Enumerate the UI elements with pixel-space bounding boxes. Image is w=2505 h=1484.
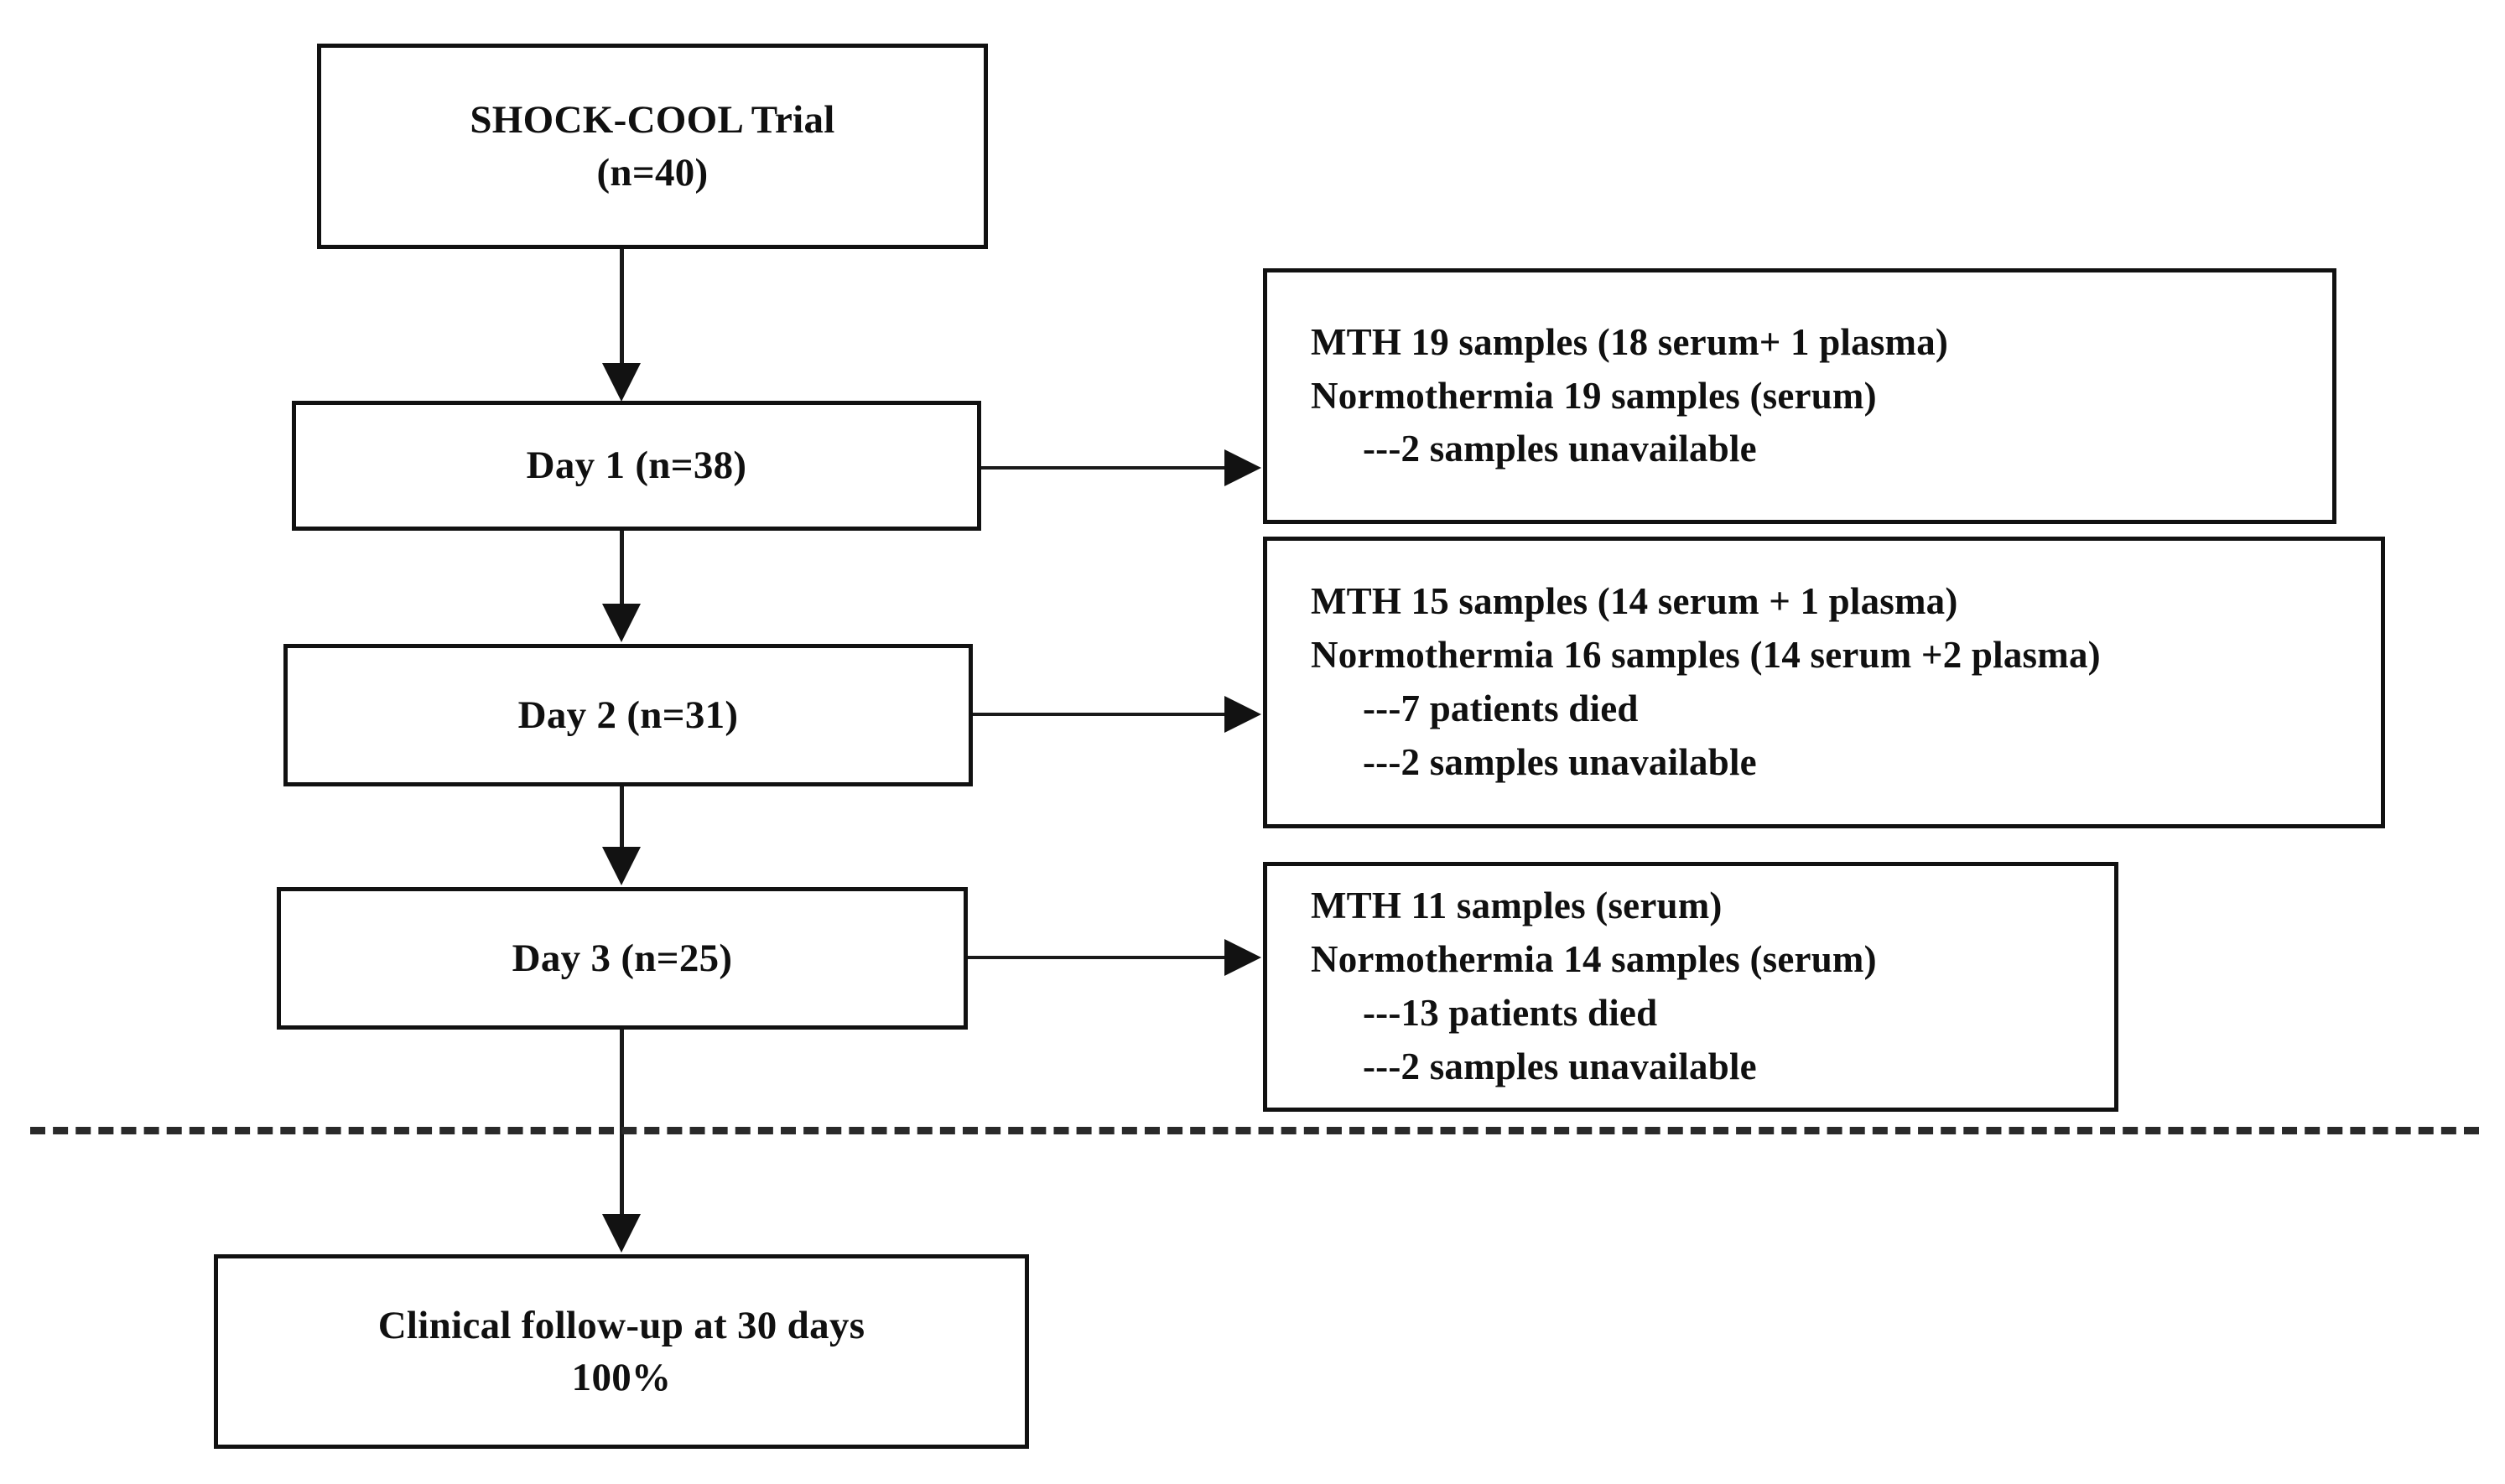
detail-box-day1-line-2: Normothermia 19 samples (serum): [1311, 374, 1877, 417]
flow-box-day3: Day 3 (n=25): [277, 887, 968, 1030]
arrowhead-right-day3-to-detail: [1224, 939, 1261, 976]
detail-box-day2: MTH 15 samples (14 serum + 1 plasma) Nor…: [1263, 537, 2385, 828]
detail-box-day3-line-2: Normothermia 14 samples (serum): [1311, 938, 1877, 981]
flow-box-followup: Clinical follow-up at 30 days 100%: [214, 1254, 1029, 1449]
arrowhead-right-day2-to-detail: [1224, 696, 1261, 733]
detail-box-day2-line-3: ---7 patients died: [1363, 688, 1639, 729]
flow-box-day2: Day 2 (n=31): [283, 644, 973, 786]
flow-box-followup-line2: 100%: [571, 1356, 672, 1399]
connector-day1-to-detail: [981, 466, 1226, 470]
flow-box-day1-text: Day 1 (n=38): [527, 439, 747, 491]
flow-box-day2-text: Day 2 (n=31): [518, 689, 739, 741]
flow-box-trial-line2: (n=40): [596, 150, 709, 195]
arrowhead-down-trial-to-day1: [602, 363, 641, 402]
detail-box-day1: MTH 19 samples (18 serum+ 1 plasma) Norm…: [1263, 268, 2336, 524]
detail-box-day3-line-3: ---13 patients died: [1363, 992, 1658, 1034]
connector-day3-to-followup: [620, 1030, 624, 1216]
dashed-separator-line: [30, 1127, 2479, 1134]
flow-box-trial: SHOCK-COOL Trial (n=40): [317, 44, 988, 249]
detail-box-day3-line-1: MTH 11 samples (serum): [1311, 885, 1723, 927]
detail-box-day3: MTH 11 samples (serum) Normothermia 14 s…: [1263, 862, 2118, 1112]
arrowhead-down-day3-to-followup: [602, 1214, 641, 1253]
flow-box-day2-line1: Day 2 (n=31): [517, 693, 739, 737]
detail-box-day2-line-1: MTH 15 samples (14 serum + 1 plasma): [1311, 580, 1958, 623]
detail-box-day1-line-3: ---2 samples unavailable: [1363, 428, 1757, 470]
arrowhead-down-day2-to-day3: [602, 847, 641, 885]
detail-box-day2-line-2: Normothermia 16 samples (14 serum +2 pla…: [1311, 634, 2101, 677]
flow-box-day3-text: Day 3 (n=25): [512, 932, 733, 984]
connector-trial-to-day1: [620, 249, 624, 366]
connector-day1-to-day2: [620, 531, 624, 606]
detail-box-day2-line-4: ---2 samples unavailable: [1363, 740, 1757, 783]
arrowhead-right-day1-to-detail: [1224, 449, 1261, 486]
connector-day2-to-detail: [973, 713, 1226, 716]
connector-day2-to-day3: [620, 786, 624, 850]
connector-day3-to-detail: [968, 956, 1226, 959]
arrowhead-down-day1-to-day2: [602, 604, 641, 642]
flow-box-followup-text: Clinical follow-up at 30 days 100%: [378, 1300, 865, 1404]
flow-box-day1: Day 1 (n=38): [292, 401, 981, 531]
flow-box-trial-text: SHOCK-COOL Trial (n=40): [470, 94, 834, 198]
detail-box-day3-line-4: ---2 samples unavailable: [1363, 1045, 1757, 1087]
detail-box-day1-line-1: MTH 19 samples (18 serum+ 1 plasma): [1311, 320, 1949, 363]
flow-box-day3-line1: Day 3 (n=25): [512, 936, 733, 980]
flow-box-trial-line1: SHOCK-COOL Trial: [470, 98, 835, 143]
flow-box-day1-line1: Day 1 (n=38): [526, 444, 747, 488]
flow-box-followup-line1: Clinical follow-up at 30 days: [377, 1303, 865, 1347]
